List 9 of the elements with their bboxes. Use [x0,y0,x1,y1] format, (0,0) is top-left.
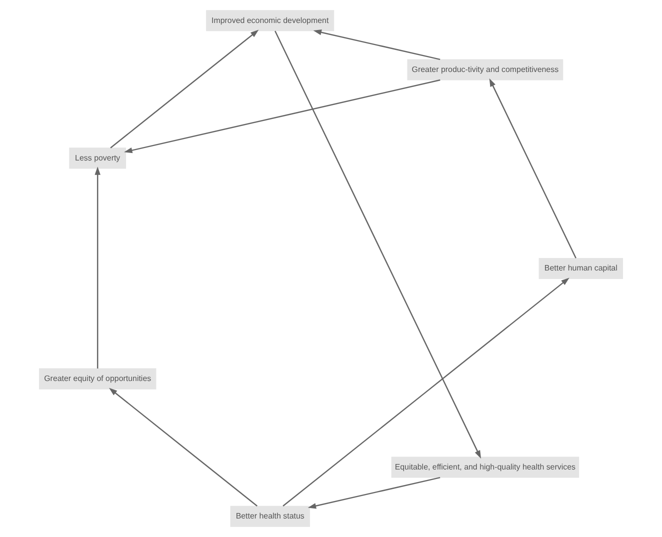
arrow [313,30,440,60]
arrow [124,79,440,154]
arrow [274,30,482,459]
arrow [94,166,100,368]
arrow [308,476,440,509]
arrow [109,388,258,506]
arrow [110,30,259,148]
arrow [489,78,576,258]
arrow [282,278,570,507]
